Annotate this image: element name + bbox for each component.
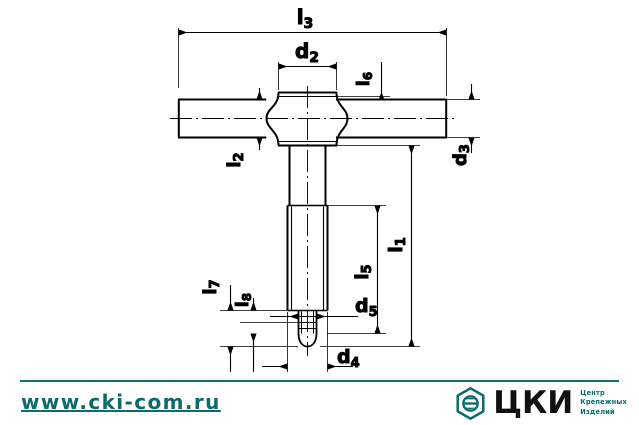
dim-l6 <box>336 62 390 101</box>
brand-block: ЦКИ Центр Крепежных Изделий <box>455 386 627 420</box>
dim-label-l3: l3 <box>297 5 314 32</box>
technical-drawing: l3 d2 l6 d3 <box>170 5 480 372</box>
center-lines <box>170 86 458 356</box>
brand-name: ЦКИ <box>493 384 574 421</box>
dim-l1 <box>320 145 420 347</box>
dim-label-d3: d3 <box>450 144 473 166</box>
dim-l8 <box>240 298 298 372</box>
brand-tagline: Центр Крепежных Изделий <box>580 389 627 416</box>
dim-label-l8: l8 <box>233 293 254 307</box>
dim-label-l5: l5 <box>352 264 375 279</box>
dim-label-l2: l2 <box>224 152 247 167</box>
footer-divider <box>20 380 619 382</box>
dim-l5 <box>327 205 386 334</box>
dim-l3 <box>178 28 447 96</box>
collar <box>265 91 349 147</box>
dim-label-l1: l1 <box>385 237 409 253</box>
brand-tagline-line-3: Изделий <box>580 407 615 416</box>
brand-tagline-line-1: Центр <box>580 389 605 398</box>
dim-d4 <box>262 312 353 372</box>
site-url-link[interactable]: www.cki-com.ru <box>21 390 221 414</box>
dim-label-d5: d5 <box>355 295 378 320</box>
dim-l7 <box>220 285 298 372</box>
hexagon-logo-icon <box>456 386 485 420</box>
shank-plain-section <box>288 145 327 206</box>
dim-d2 <box>278 62 337 90</box>
dim-l2 <box>230 88 267 150</box>
dim-label-d4: d4 <box>337 346 360 371</box>
dim-label-l6: l6 <box>354 72 375 86</box>
page-footer: www.cki-com.ru ЦКИ Центр Крепежных Издел… <box>0 378 639 425</box>
dim-label-l7: l7 <box>200 279 223 294</box>
dim-label-d2: d2 <box>295 39 319 66</box>
dim-d3 <box>446 84 480 153</box>
brand-tagline-line-2: Крепежных <box>580 398 627 407</box>
